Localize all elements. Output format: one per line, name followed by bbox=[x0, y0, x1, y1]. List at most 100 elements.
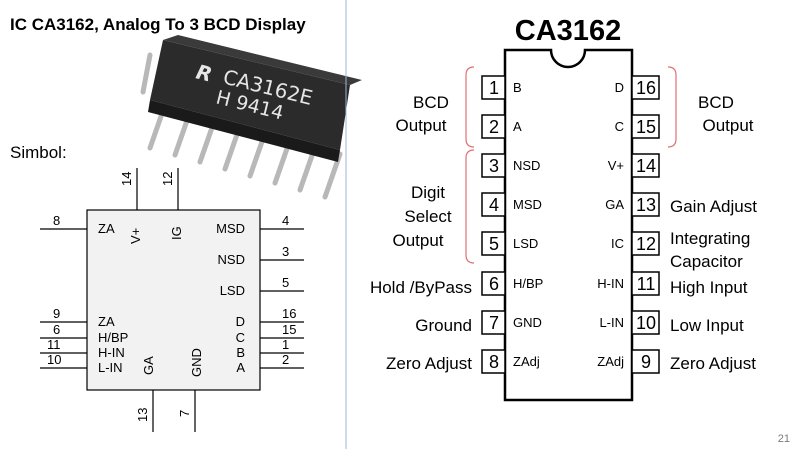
pinout-pin-name: V+ bbox=[608, 158, 624, 173]
pinout-pin-number: 13 bbox=[636, 195, 656, 215]
pinout-pin-number: 2 bbox=[489, 117, 499, 137]
group-label-digit-select: Digit bbox=[411, 183, 445, 202]
symbol-pin-number: 10 bbox=[47, 352, 61, 367]
pin-description: Integrating bbox=[670, 229, 750, 248]
pinout-pin-number: 4 bbox=[489, 195, 499, 215]
chip-body-side bbox=[148, 100, 340, 162]
pinout-pin-name: GA bbox=[605, 197, 624, 212]
symbol-pin-name: B bbox=[236, 345, 245, 360]
pin-description: Ground bbox=[415, 316, 472, 335]
group-brackets bbox=[465, 66, 677, 264]
pinout-diagram: 1 2 3 4 5 6 7 8 16 15 14 13 12 11 10 9 B… bbox=[481, 48, 660, 402]
symbol-pin-name: V+ bbox=[128, 228, 143, 244]
symbol-pin-number: 2 bbox=[282, 352, 289, 367]
symbol-pin-number: 4 bbox=[282, 213, 289, 228]
pinout-pin-number: 10 bbox=[636, 313, 656, 333]
chip-body-edge bbox=[163, 35, 362, 85]
pinout-pin-name: B bbox=[513, 80, 522, 95]
symbol-pin-number: 9 bbox=[53, 306, 60, 321]
pinout-pin-name: ZAdj bbox=[513, 354, 540, 369]
symbol-pin-number: 14 bbox=[119, 172, 134, 186]
pinout-pin-number: 12 bbox=[636, 234, 656, 254]
pin-description: Zero Adjust bbox=[670, 354, 756, 373]
pin-description: Hold /ByPass bbox=[370, 278, 472, 297]
group-label-bcd-left: BCD bbox=[413, 93, 449, 112]
symbol-pin-number: 11 bbox=[47, 337, 61, 352]
package-outline bbox=[503, 48, 634, 402]
symbol-pin-number: 12 bbox=[160, 172, 175, 186]
pinout-pin-name: NSD bbox=[513, 158, 540, 173]
group-label-bcd-right: Output bbox=[702, 116, 753, 135]
symbol-pin-number: 1 bbox=[282, 337, 289, 352]
pinout-pin-name: ZAdj bbox=[597, 354, 624, 369]
pinout-pin-name: LSD bbox=[513, 236, 538, 251]
chip-photo: R CA3162E H 9414 bbox=[140, 35, 362, 200]
pinout-pin-number: 5 bbox=[489, 234, 499, 254]
symbol-pin-name: NSD bbox=[218, 252, 245, 267]
right-pin-boxes bbox=[631, 75, 660, 374]
pinout-pin-name: C bbox=[615, 119, 624, 134]
symbol-pin-name: A bbox=[236, 360, 245, 375]
group-label-bcd-right: BCD bbox=[698, 93, 734, 112]
pinout-pin-name: D bbox=[615, 80, 624, 95]
group-label-digit-select: Select bbox=[404, 207, 452, 226]
symbol-pin-name: GA bbox=[141, 356, 156, 375]
left-pin-boxes bbox=[481, 75, 506, 374]
symbol-pin-name: GND bbox=[189, 348, 204, 377]
pinout-pin-number: 15 bbox=[636, 117, 656, 137]
pinout-pin-number: 14 bbox=[636, 156, 656, 176]
pinout-pin-number: 9 bbox=[641, 352, 651, 372]
pinout-pin-number: 8 bbox=[489, 352, 499, 372]
symbol-pin-name: C bbox=[236, 330, 245, 345]
symbol-right-pins: 4 3 5 16 15 1 2 MSD NSD LSD D C B A bbox=[216, 213, 304, 375]
symbol-pin-number: 3 bbox=[282, 244, 289, 259]
symbol-pin-number: 13 bbox=[135, 408, 150, 422]
pin-description: Capacitor bbox=[670, 252, 743, 271]
pin-description: High Input bbox=[670, 278, 748, 297]
symbol-label: Simbol: bbox=[10, 143, 67, 162]
pinout-pin-number: 1 bbox=[489, 78, 499, 98]
pin-description: Low Input bbox=[670, 316, 744, 335]
pinout-pin-number: 11 bbox=[637, 274, 656, 294]
pinout-pin-name: GND bbox=[513, 315, 542, 330]
symbol-pin-name: D bbox=[236, 314, 245, 329]
symbol-pin-number: 16 bbox=[282, 306, 296, 321]
pinout-pin-number: 7 bbox=[489, 313, 499, 333]
left-title: IC CA3162, Analog To 3 BCD Display bbox=[10, 15, 306, 34]
pinout-pin-number: 3 bbox=[489, 156, 499, 176]
pinout-pin-number: 16 bbox=[636, 78, 656, 98]
symbol-pin-name: ZA bbox=[98, 314, 115, 329]
pin-description: Zero Adjust bbox=[386, 354, 472, 373]
symbol-pin-name: MSD bbox=[216, 221, 245, 236]
pinout-pin-number: 6 bbox=[489, 274, 499, 294]
symbol-pin-number: 8 bbox=[53, 213, 60, 228]
symbol-pin-name: L-IN bbox=[98, 360, 123, 375]
chip-body-top bbox=[150, 40, 350, 150]
group-label-digit-select: Output bbox=[392, 231, 443, 250]
symbol-pin-name: LSD bbox=[220, 283, 245, 298]
group-label-bcd-left: Output bbox=[395, 116, 446, 135]
symbol-pin-number: 7 bbox=[177, 410, 192, 417]
pinout-pin-name: H/BP bbox=[513, 276, 543, 291]
page-number: 21 bbox=[778, 433, 790, 445]
symbol-pin-number: 6 bbox=[53, 322, 60, 337]
pinout-pin-name: L-IN bbox=[599, 315, 624, 330]
symbol-pin-name: H-IN bbox=[98, 345, 125, 360]
symbol-pin-number: 5 bbox=[282, 275, 289, 290]
symbol-left-pins: 9 6 11 10 ZA H/BP H-IN L-IN bbox=[40, 306, 128, 375]
pinout-pin-name: IC bbox=[611, 236, 624, 251]
pinout-title: CA3162 bbox=[515, 15, 621, 47]
pin-description: Gain Adjust bbox=[670, 197, 757, 216]
pinout-pin-name: A bbox=[513, 119, 522, 134]
symbol-body bbox=[86, 209, 261, 391]
symbol-pin-number: 15 bbox=[282, 322, 296, 337]
pinout-pin-name: H-IN bbox=[597, 276, 624, 291]
symbol-pin-name: H/BP bbox=[98, 330, 128, 345]
symbol-pin-name: IG bbox=[169, 226, 184, 240]
pinout-pin-name: MSD bbox=[513, 197, 542, 212]
chip-logo: R bbox=[194, 60, 215, 87]
schematic-symbol: 14 12 V+ IG 8 ZA 4 3 5 16 15 1 2 MSD NSD… bbox=[40, 168, 304, 432]
symbol-pin-name: ZA bbox=[98, 221, 115, 236]
